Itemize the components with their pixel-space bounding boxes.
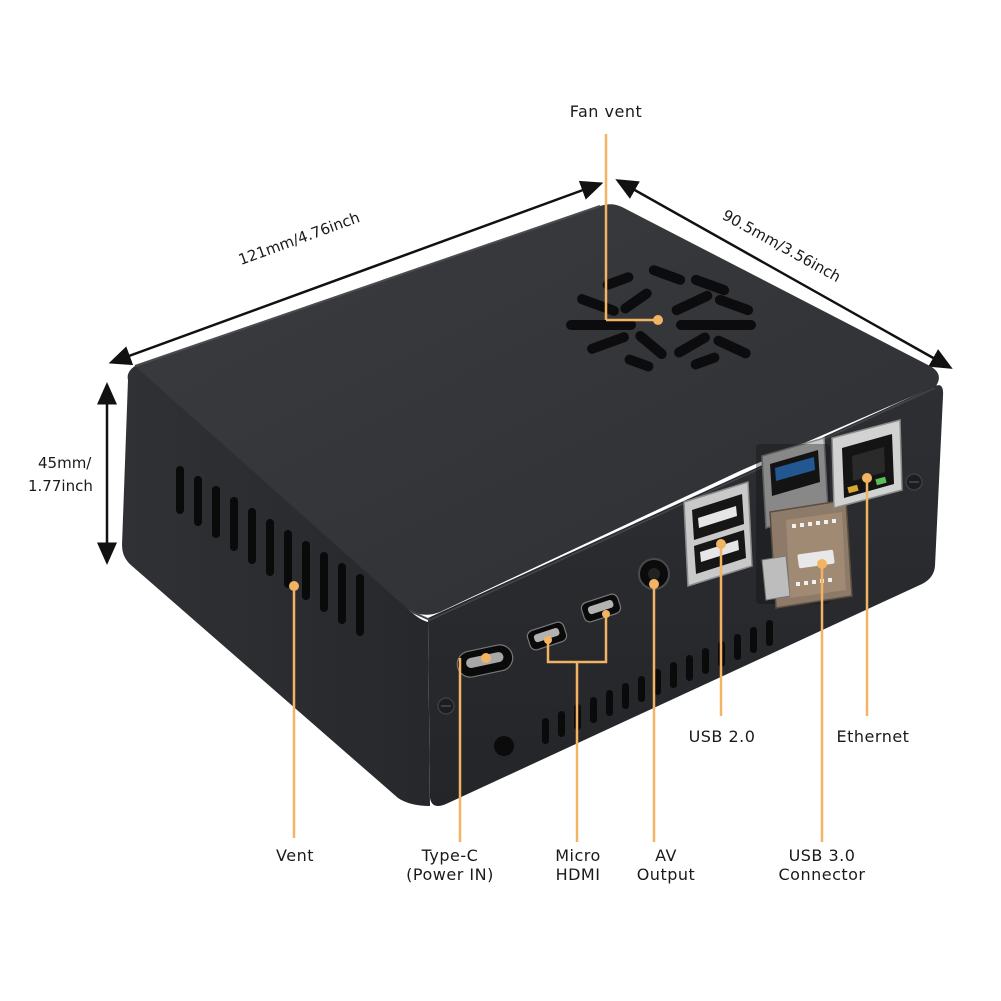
callout-type-c-line1: Type-C (421, 846, 479, 865)
callout-micro-hdmi: Micro HDMI (538, 846, 618, 884)
side-vents (176, 466, 364, 636)
dimension-width-line (615, 179, 953, 369)
leader-dots (289, 315, 872, 663)
dimension-height-label-line2: 1.77inch (28, 477, 93, 495)
front-vents (542, 620, 773, 744)
usb-3-connector-adapter-icon (761, 499, 853, 609)
callout-av-line1: AV (655, 846, 677, 865)
callout-fan-vent: Fan vent (569, 102, 643, 121)
callout-type-c-line2: (Power IN) (406, 865, 494, 884)
callout-type-c: Type-C (Power IN) (388, 846, 512, 884)
case-left-face (122, 366, 430, 806)
callout-av-output: AV Output (626, 846, 706, 884)
status-led-hole-icon (494, 736, 514, 756)
screw-left-icon (437, 697, 455, 715)
callout-usb3-connector: USB 3.0 Connector (760, 846, 884, 884)
callout-micro-hdmi-line1: Micro (555, 846, 601, 865)
callout-micro-hdmi-line2: HDMI (555, 865, 601, 884)
dimension-height-label-line1: 45mm/ (38, 454, 92, 472)
callout-usb2: USB 2.0 (688, 727, 756, 746)
callout-usb3-line2: Connector (778, 865, 866, 884)
micro-hdmi-port-1-icon (526, 621, 568, 651)
leader-lines (292, 134, 869, 842)
callout-ethernet: Ethernet (836, 727, 910, 746)
callout-av-line2: Output (636, 865, 696, 884)
screw-right-icon (905, 473, 923, 491)
ethernet-port-icon (831, 419, 903, 509)
callout-vent: Vent (276, 846, 314, 865)
dimension-length-line (108, 180, 604, 366)
callout-usb3-line1: USB 3.0 (788, 846, 856, 865)
micro-hdmi-port-2-icon (580, 593, 622, 623)
fan-vent-grille (566, 265, 756, 372)
